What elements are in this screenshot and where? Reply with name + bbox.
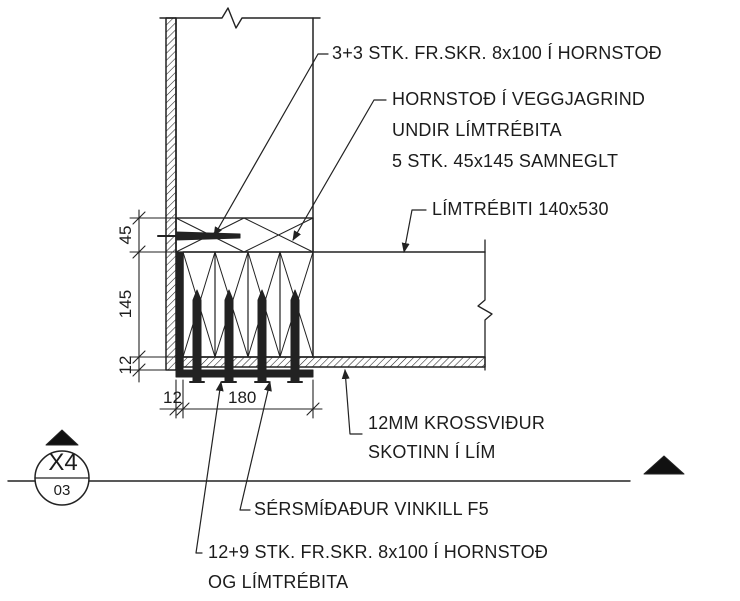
note-screws-bottom-line1: 12+9 STK. FR.SKR. 8x100 Í HORNSTOÐ [208,542,549,562]
dim-vertical-12: 12 [116,355,135,375]
section-tag-sheet: 03 [53,482,71,499]
note-corner-post-line3: 5 STK. 45x145 SAMNEGLT [392,151,619,171]
leader-lines [195,53,427,554]
screws-vertical [189,289,303,383]
section-tag-id: X4 [48,449,78,476]
note-bracket: SÉRSMÍÐAÐUR VINKILL F5 [254,499,489,519]
note-plywood-line1: 12MM KROSSVIÐUR [368,413,546,433]
screws-top-horizontal [157,231,241,241]
note-corner-post-line1: HORNSTOÐ Í VEGGJAGRIND [392,89,646,109]
dim-vertical-145: 145 [116,289,135,319]
note-glulam: LÍMTRÉBITI 140x530 [432,199,609,219]
steel-bracket [175,251,314,378]
glulam-beam [312,239,493,371]
dim-horizontal-12: 12 [163,388,182,407]
section-marker [7,429,685,506]
vertical-dimension-line [129,209,177,383]
horizontal-dimension-line [159,379,323,419]
note-plywood-line2: SKOTINN Í LÍM [368,442,496,462]
dim-vertical-45: 45 [116,225,135,245]
note-screws-top: 3+3 STK. FR.SKR. 8x100 Í HORNSTOÐ [332,43,662,63]
dim-horizontal-180: 180 [228,388,257,407]
note-screws-bottom-line2: OG LÍMTRÉBITA [208,572,349,592]
note-corner-post-line2: UNDIR LÍMTRÉBITA [392,120,562,140]
